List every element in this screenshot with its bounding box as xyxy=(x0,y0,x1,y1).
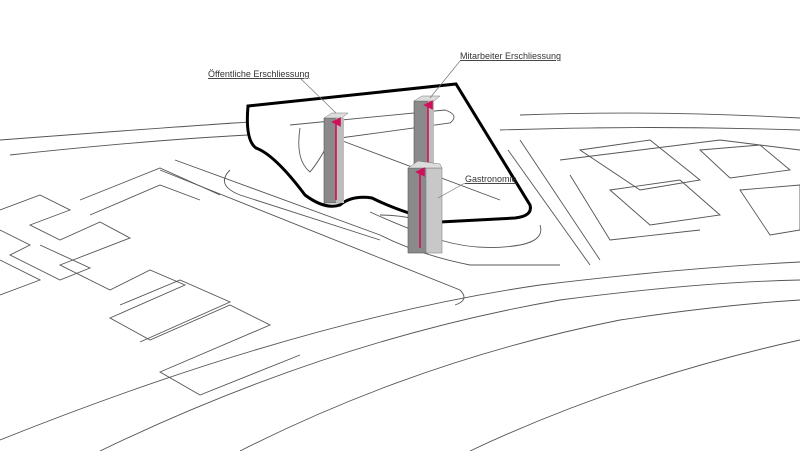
leader-line xyxy=(437,182,466,199)
leader-line xyxy=(429,60,461,99)
right-building-blocks xyxy=(559,139,800,241)
left-building-blocks xyxy=(0,167,301,396)
public-access-core xyxy=(323,112,349,204)
label-staff-access: Mitarbeiter Erschliessung xyxy=(460,51,561,61)
leader-line xyxy=(299,77,337,114)
annotations: Öffentliche Erschliessung Mitarbeiter Er… xyxy=(208,51,561,199)
building-volume xyxy=(245,82,542,249)
road-lines xyxy=(0,112,800,451)
label-gastronomy: Gastronomie xyxy=(465,174,517,184)
gastronomy-core xyxy=(407,160,443,254)
label-public-access: Öffentliche Erschliessung xyxy=(208,69,309,79)
